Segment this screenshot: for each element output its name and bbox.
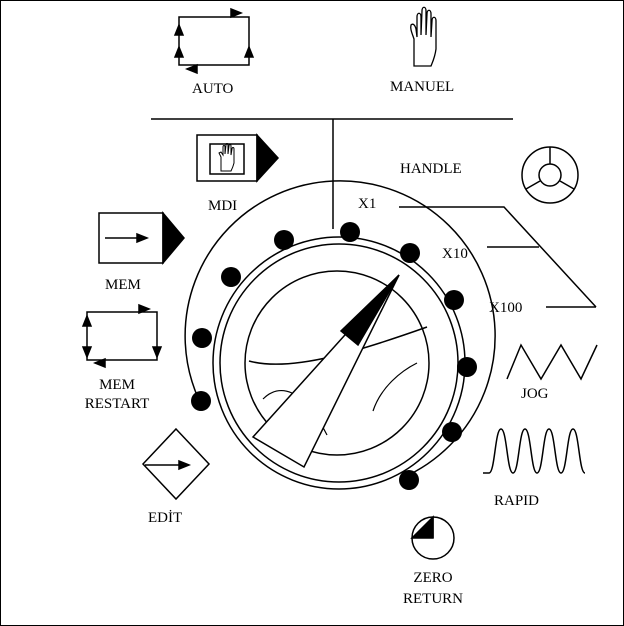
handle-label: HANDLE	[400, 161, 462, 177]
manuel-label: MANUEL	[390, 79, 455, 95]
position-dot[interactable]	[192, 328, 212, 348]
zigzag-icon	[506, 343, 598, 381]
hand-icon	[410, 6, 437, 67]
x100-label: X100	[489, 300, 523, 316]
mem-restart-label-2: RESTART	[84, 396, 150, 412]
edit-label: EDİT	[148, 510, 183, 526]
position-dot[interactable]	[274, 230, 294, 250]
arrow-block-icon	[98, 210, 185, 266]
restart-cycle-icon	[81, 303, 163, 369]
knob-face	[244, 270, 430, 456]
x10-label: X10	[442, 246, 468, 262]
diamond-arrow-icon	[141, 427, 211, 501]
auto-label: AUTO	[192, 81, 234, 97]
handle-selector-lines	[399, 206, 597, 308]
mem-restart-label-1: MEM	[99, 377, 135, 393]
x1-label: X1	[358, 196, 377, 212]
position-dot[interactable]	[399, 470, 419, 490]
mem-label: MEM	[105, 277, 141, 293]
square-wave-icon	[483, 428, 586, 474]
position-dot[interactable]	[457, 357, 477, 377]
mdi-label: MDI	[208, 198, 238, 214]
auto-cycle-icon	[173, 7, 255, 75]
position-dot[interactable]	[400, 243, 420, 263]
jog-label: JOG	[521, 386, 549, 402]
position-dot[interactable]	[221, 267, 241, 287]
knob-pointer	[339, 274, 400, 347]
zero-return-label-2: RETURN	[403, 591, 463, 607]
zero-return-icon	[410, 515, 455, 560]
rapid-label: RAPID	[494, 493, 540, 509]
position-arc	[184, 180, 496, 479]
handwheel-icon	[521, 146, 579, 204]
position-dot[interactable]	[340, 222, 360, 242]
rotary-knob[interactable]	[212, 236, 466, 490]
mdi-hand-icon	[196, 133, 280, 183]
position-dot[interactable]	[444, 290, 464, 310]
position-dot[interactable]	[191, 391, 211, 411]
position-dot[interactable]	[442, 422, 462, 442]
knob-face-curve	[372, 362, 418, 412]
zero-return-label-1: ZERO	[413, 570, 453, 586]
position-dots	[191, 222, 477, 490]
